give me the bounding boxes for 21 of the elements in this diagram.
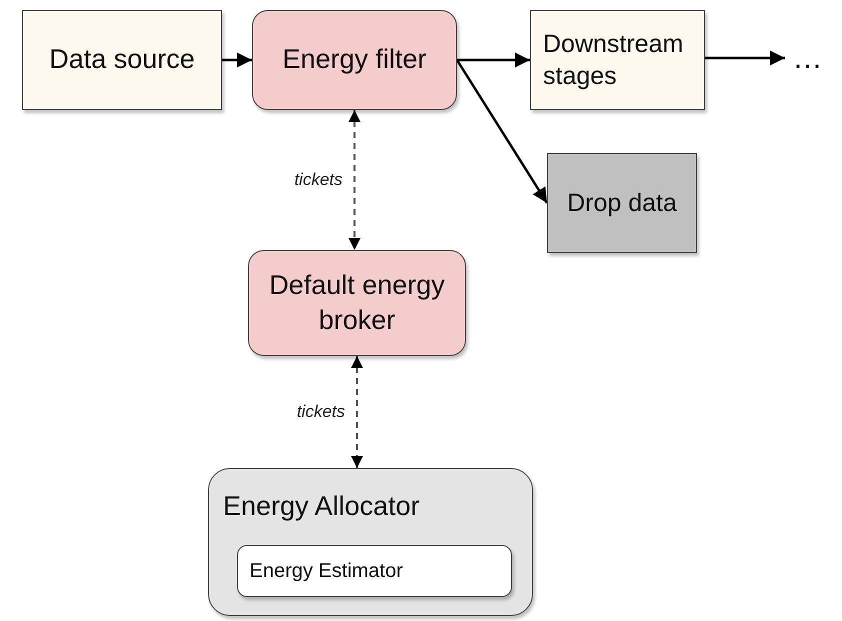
node-text: Drop data	[567, 188, 677, 219]
node-text: Data source	[49, 43, 195, 76]
source-box	[22, 10, 222, 110]
node-text: Downstream stages	[543, 28, 684, 92]
stage-box	[530, 10, 705, 110]
node-text: Default energy broker	[268, 268, 446, 337]
drop-box	[547, 153, 697, 253]
broker-box	[248, 250, 466, 356]
arrow	[705, 50, 785, 66]
arrow	[456, 59, 548, 204]
estimator-box	[236, 544, 512, 596]
allocator-box	[208, 468, 533, 616]
arrow	[351, 356, 363, 468]
arrow	[222, 52, 252, 68]
node-text: Energy Estimator	[250, 558, 403, 584]
arrow	[457, 52, 530, 68]
node-text: …	[792, 40, 822, 76]
node-text: Energy filter	[282, 43, 427, 76]
filter-box	[252, 10, 457, 110]
node-text: Energy Allocator	[223, 490, 420, 523]
arrow	[348, 110, 360, 250]
